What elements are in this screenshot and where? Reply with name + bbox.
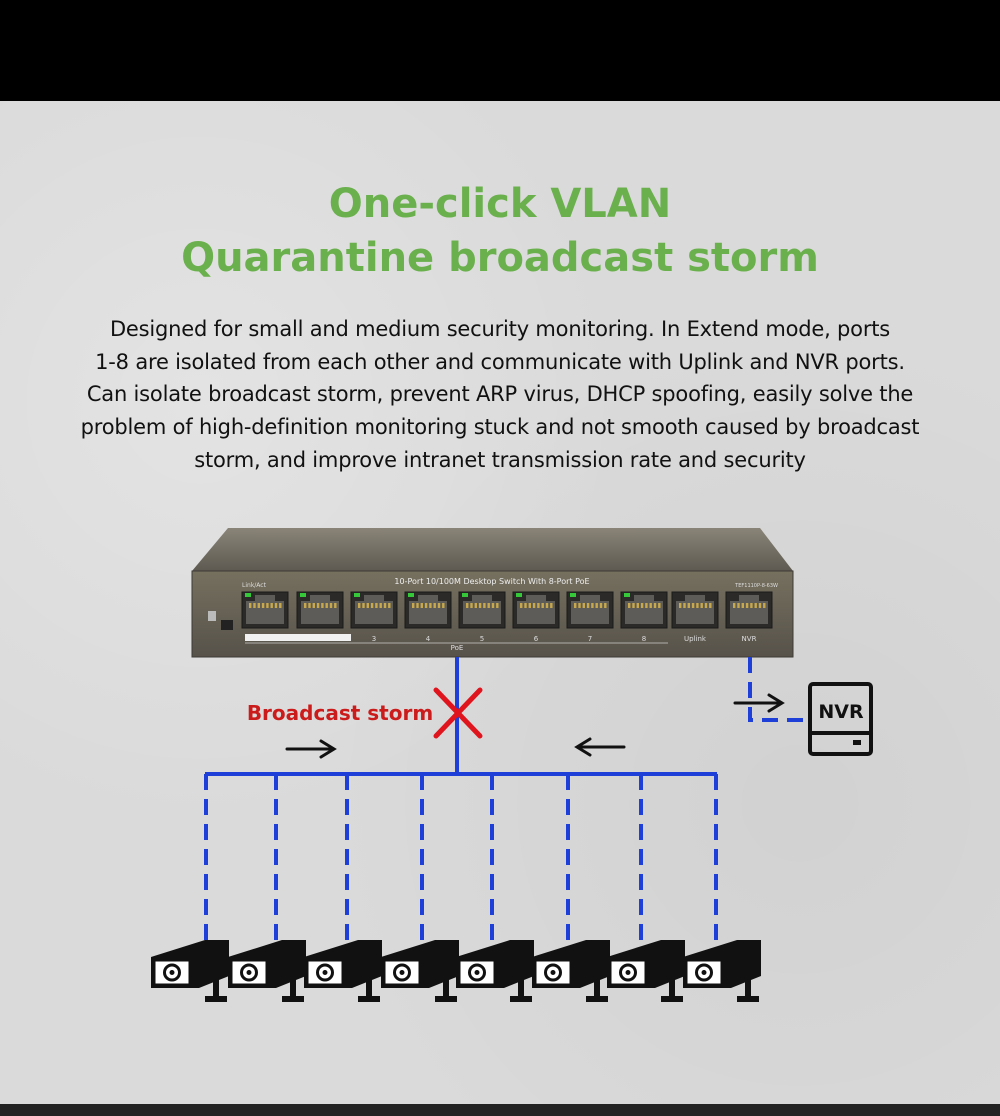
switch-model-text: 10-Port 10/100M Desktop Switch With 8-Po… xyxy=(394,577,589,586)
port-label: NVR xyxy=(742,635,757,643)
description-line-5: storm, and improve intranet transmission… xyxy=(194,447,806,472)
blocked-x-icon xyxy=(433,687,483,739)
port-nvr: NVR xyxy=(725,591,773,643)
port-label: 3 xyxy=(372,635,376,643)
camera-row xyxy=(151,940,761,1002)
ports-1-2-label-bar xyxy=(245,634,351,641)
bottom-dark-bar xyxy=(0,1104,1000,1116)
port-led xyxy=(245,593,251,597)
port-uplink: Uplink xyxy=(671,591,719,643)
port-label: 8 xyxy=(642,635,646,643)
port-1: 1 xyxy=(241,591,289,643)
port-label: 7 xyxy=(588,635,592,643)
switch-device: Link/Act 10-Port 10/100M Desktop Switch … xyxy=(191,528,794,658)
description-line-4: problem of high-definition monitoring st… xyxy=(80,415,920,440)
headline-line-2: Quarantine broadcast storm xyxy=(181,235,819,281)
cctv-camera-icon xyxy=(532,940,610,1002)
port-led xyxy=(570,593,576,597)
description: Designed for small and medium security m… xyxy=(20,313,980,477)
cctv-camera-icon xyxy=(228,940,306,1002)
port-led xyxy=(624,593,630,597)
cctv-camera-icon xyxy=(683,940,761,1002)
port-5: 5 xyxy=(458,591,506,643)
mode-switch-icon xyxy=(208,611,216,621)
port-led xyxy=(300,593,306,597)
port-led xyxy=(354,593,360,597)
port-row: 12 3 4 5 6 7 8 Uplink NVR xyxy=(241,591,773,643)
broadcast-storm-label: Broadcast storm xyxy=(247,701,433,725)
switch-top xyxy=(192,528,793,571)
wiring xyxy=(204,657,808,945)
port-led xyxy=(408,593,414,597)
port-7: 7 xyxy=(566,591,614,643)
top-black-bar xyxy=(0,0,1000,101)
cctv-camera-icon xyxy=(304,940,382,1002)
port-label: 4 xyxy=(426,635,431,643)
nvr-wire xyxy=(748,657,808,722)
port-led xyxy=(516,593,522,597)
link-act-label: Link/Act xyxy=(242,582,267,589)
port-6: 6 xyxy=(512,591,560,643)
cctv-camera-icon xyxy=(456,940,534,1002)
cctv-camera-icon xyxy=(607,940,685,1002)
poe-label: PoE xyxy=(451,644,464,652)
arrow-right-icon xyxy=(285,739,337,759)
port-3: 3 xyxy=(350,591,398,643)
mode-switch-slot xyxy=(221,620,233,630)
description-line-2: 1-8 are isolated from each other and com… xyxy=(95,349,905,374)
port-8: 8 xyxy=(620,591,668,643)
headline-line-1: One-click VLAN xyxy=(328,181,672,227)
port-label: 6 xyxy=(534,635,539,643)
direction-arrows xyxy=(285,693,785,759)
cctv-camera-icon xyxy=(381,940,459,1002)
port-4: 4 xyxy=(404,591,452,643)
port-label: 5 xyxy=(480,635,484,643)
port-led xyxy=(462,593,468,597)
arrow-right-nvr-icon xyxy=(733,693,785,713)
switch-model-code: TEF1110P-8-63W xyxy=(734,583,778,589)
port-2: 2 xyxy=(296,591,344,643)
description-line-1: Designed for small and medium security m… xyxy=(109,317,891,341)
nvr-icon: NVR xyxy=(808,682,873,756)
arrow-left-icon xyxy=(574,737,626,757)
cctv-camera-icon xyxy=(151,940,229,1002)
description-line-3: Can isolate broadcast storm, prevent ARP… xyxy=(86,382,914,407)
nvr-label: NVR xyxy=(818,701,864,723)
port-label: Uplink xyxy=(684,635,707,643)
camera-drops xyxy=(204,774,718,945)
